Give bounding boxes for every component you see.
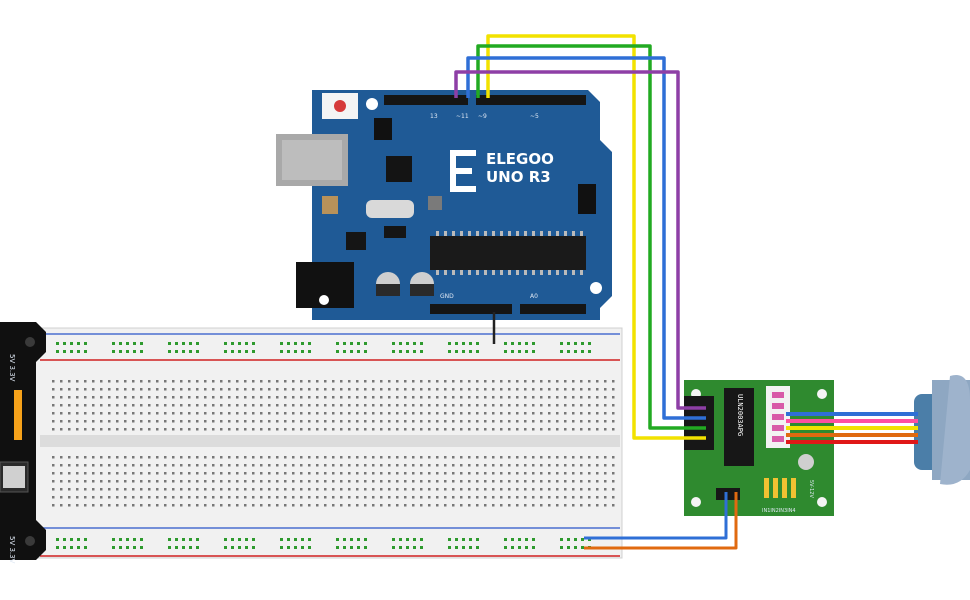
status-leds	[764, 478, 796, 498]
digital-pin-label: ~9	[478, 113, 487, 120]
header-analog	[520, 304, 586, 314]
arduino-board: 13 ~11 ~9 ~5 GND A0 ELEGOO UNO	[276, 90, 612, 320]
header-digital-left	[384, 95, 468, 105]
driver-input-header	[684, 396, 714, 450]
stepper-motor	[914, 375, 970, 485]
svg-text:5V 3.3V: 5V 3.3V	[8, 354, 16, 382]
chip-label: ULN2003APG	[736, 394, 744, 436]
power-pin-label: GND	[440, 293, 454, 300]
digital-pin-label: 13	[430, 113, 438, 120]
model-label: UNO R3	[486, 168, 551, 186]
breadboard	[29, 327, 623, 559]
usb-chip	[386, 156, 412, 182]
voltage-label: 5V-12V	[808, 480, 814, 498]
driver-power-pins	[716, 488, 740, 500]
digital-pin-label: ~11	[456, 113, 469, 120]
breadboard-holes	[52, 380, 615, 507]
crystal	[366, 200, 414, 218]
header-power	[430, 304, 512, 314]
uln2003-driver-board: ULN2003APG IN1IN2IN3IN4 5V-12V	[684, 380, 834, 516]
elegoo-logo	[450, 150, 476, 192]
header-digital-right	[476, 95, 586, 105]
wires	[454, 34, 918, 550]
led-label: IN1IN2IN3IN4	[762, 508, 796, 514]
power-module: 5V 3.3V 5V 3.3V	[0, 322, 46, 564]
digital-pin-label: ~5	[530, 113, 539, 120]
atmega-chip	[430, 231, 586, 275]
uln2003-chip	[724, 388, 754, 466]
brand-label: ELEGOO	[486, 150, 554, 168]
rail-holes	[56, 342, 591, 549]
svg-text:5V 3.3V: 5V 3.3V	[8, 536, 16, 564]
analog-pin-label: A0	[530, 293, 538, 300]
reset-button	[322, 93, 358, 119]
